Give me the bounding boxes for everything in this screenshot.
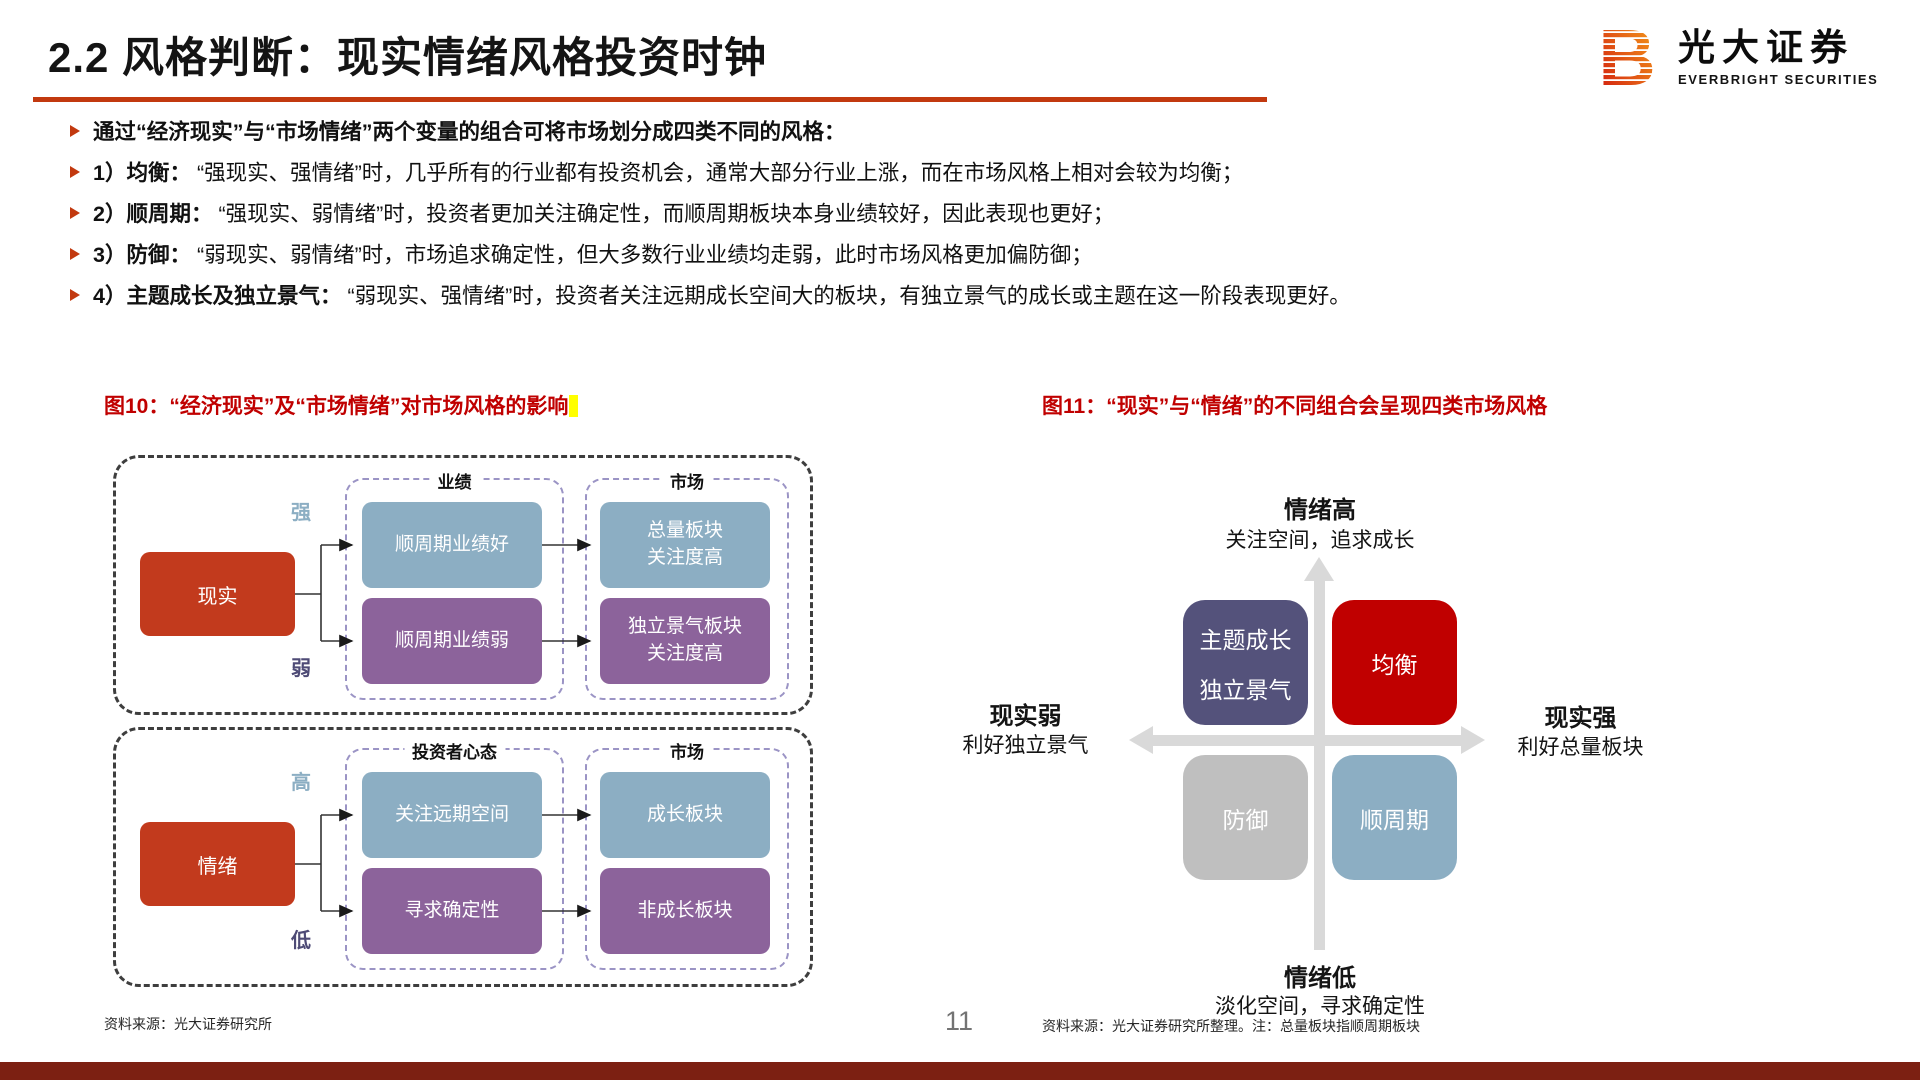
label-high: 高 xyxy=(291,772,311,794)
figure11-source: 资料来源：光大证券研究所整理。注：总量板块指顺周期板块 xyxy=(1042,1018,1420,1034)
quadrant-line: 主题成长 xyxy=(1199,626,1292,653)
bullet-bold-text: 通过“经济现实”与“市场情绪”两个变量的组合可将市场划分成四类不同的风格： xyxy=(93,120,846,144)
axis-label-reality-weak: 现实弱 利好独立景气 xyxy=(928,702,1123,760)
bullet-bold-text: 4）主题成长及独立景气： xyxy=(93,284,342,308)
reality-node: 现实 xyxy=(140,552,295,636)
figure10-title-text: 图10：“经济现实”及“市场情绪”对市场风格的影响 xyxy=(104,395,569,418)
bullet-item: 4）主题成长及独立景气：“弱现实、强情绪”时，投资者关注远期成长空间大的板块，有… xyxy=(66,274,1896,315)
performance-column-title: 业绩 xyxy=(429,468,480,493)
node-line: 独立景气板块 xyxy=(627,616,742,638)
bullet-text: “强现实、强情绪”时，几乎所有的行业都有投资机会，通常大部分行业上涨，而在市场风… xyxy=(196,161,1244,185)
node-non-growth-sector: 非成长板块 xyxy=(600,868,770,954)
page-title: 2.2 风格判断：现实情绪风格投资时钟 xyxy=(48,34,768,81)
figure10-title: 图10：“经济现实”及“市场情绪”对市场风格的影响 xyxy=(104,390,579,420)
bullet-list: 通过“经济现实”与“市场情绪”两个变量的组合可将市场划分成四类不同的风格： 1）… xyxy=(66,110,1896,315)
figure11-title-text: 图11：“现实”与“情绪”的不同组合会呈现四类市场风格 xyxy=(1042,395,1548,418)
axis-sublabel-sentiment-high: 关注空间，追求成长 xyxy=(1225,529,1415,552)
axis-label-sub: 利好总量板块 xyxy=(1517,736,1644,759)
bullet-arrow-icon xyxy=(70,206,80,219)
axis-label-bold: 现实强 xyxy=(1544,705,1617,732)
node-seek-certainty: 寻求确定性 xyxy=(362,868,542,954)
company-logo: B 光大证券 EVERBRIGHT SECURITIES xyxy=(1590,20,1878,94)
axis-sublabel-sentiment-low: 淡化空间，寻求确定性 xyxy=(1215,995,1425,1018)
reality-group-frame xyxy=(113,455,813,715)
node-line: 总量板块 xyxy=(646,520,723,542)
bullet-text: “弱现实、强情绪”时，投资者关注远期成长空间大的板块，有独立景气的成长或主题在这… xyxy=(347,284,1351,308)
text-cursor-highlight xyxy=(569,395,579,417)
bullet-text: “弱现实、弱情绪”时，市场追求确定性，但大多数行业业绩均走弱，此时市场风格更加偏… xyxy=(196,243,1093,267)
node-procyclical-good: 顺周期业绩好 xyxy=(362,502,542,588)
bullet-arrow-icon xyxy=(70,124,80,137)
axis-arrow-left xyxy=(1129,726,1153,754)
market-column-title-top: 市场 xyxy=(662,468,712,493)
axis-arrow-up xyxy=(1304,557,1334,581)
quadrant-line: 独立景气 xyxy=(1199,676,1292,703)
market-column-frame-top: 市场 xyxy=(585,468,789,700)
node-aggregate-sector: 总量板块 关注度高 xyxy=(600,502,770,588)
figure11-title: 图11：“现实”与“情绪”的不同组合会呈现四类市场风格 xyxy=(1042,390,1547,420)
investor-mindset-column-frame: 投资者心态 xyxy=(345,738,564,970)
node-growth-sector: 成长板块 xyxy=(600,772,770,858)
bullet-bold-text: 3）防御： xyxy=(93,243,191,267)
title-divider xyxy=(33,97,1267,102)
axis-arrow-right xyxy=(1461,726,1485,754)
bullet-arrow-icon xyxy=(70,247,80,260)
connector-arrows xyxy=(295,538,592,918)
axis-label-sentiment-low: 情绪低 xyxy=(1284,965,1356,992)
node-procyclical-weak: 顺周期业绩弱 xyxy=(362,598,542,684)
label-low: 低 xyxy=(291,930,311,952)
logo-name-en: EVERBRIGHT SECURITIES xyxy=(1678,72,1879,88)
market-column-frame-bottom: 市场 xyxy=(585,738,789,970)
vertical-axis xyxy=(1314,580,1325,950)
bullet-bold-text: 1）均衡： xyxy=(93,161,191,185)
logo-name-cn: 光大证券 xyxy=(1678,26,1854,68)
node-focus-long-term-space: 关注远期空间 xyxy=(362,772,542,858)
quadrant-theme-growth: 主题成长 独立景气 xyxy=(1183,600,1308,725)
bullet-text: “强现实、弱情绪”时，投资者更加关注确定性，而顺周期板块本身业绩较好，因此表现也… xyxy=(218,202,1115,226)
performance-column-frame: 业绩 xyxy=(345,468,564,700)
quadrant-defensive: 防御 xyxy=(1183,755,1308,880)
footer-bar xyxy=(0,1062,1920,1080)
axis-label-sub: 利好独立景气 xyxy=(962,734,1089,757)
page-number: 11 xyxy=(945,1006,974,1036)
sentiment-group-frame xyxy=(113,727,813,987)
figure11-quadrant-chart: 情绪高 关注空间，追求成长 主题成长 独立景气 均衡 防御 顺周期 现实弱 利好… xyxy=(900,440,1644,1020)
bullet-arrow-icon xyxy=(70,288,80,301)
axis-label-reality-strong: 现实强 利好总量板块 xyxy=(1488,704,1673,762)
market-column-title-bottom: 市场 xyxy=(662,738,712,763)
investor-mindset-column-title: 投资者心态 xyxy=(404,738,505,763)
logo-text: 光大证券 EVERBRIGHT SECURITIES xyxy=(1678,27,1878,88)
axis-label-bold: 现实弱 xyxy=(989,703,1062,730)
everbright-logo-icon: B xyxy=(1598,20,1656,94)
bullet-bold-text: 2）顺周期： xyxy=(93,202,213,226)
bullet-arrow-icon xyxy=(70,165,80,178)
node-line: 关注度高 xyxy=(646,547,723,568)
svg-text:B: B xyxy=(1598,20,1656,94)
node-independent-boom-sector: 独立景气板块 关注度高 xyxy=(600,598,770,684)
label-strong: 强 xyxy=(291,502,311,524)
label-weak: 弱 xyxy=(291,658,311,680)
axis-label-sentiment-high: 情绪高 xyxy=(1284,497,1356,524)
node-line: 关注度高 xyxy=(646,643,723,664)
quadrant-balanced: 均衡 xyxy=(1332,600,1457,725)
bullet-item: 通过“经济现实”与“市场情绪”两个变量的组合可将市场划分成四类不同的风格： xyxy=(66,110,1896,151)
figure10-diagram: 现实 情绪 强 弱 高 低 业绩 市场 投资者心态 市场 顺周期业绩好 顺周期业… xyxy=(100,442,840,1022)
quadrant-procyclical: 顺周期 xyxy=(1332,755,1457,880)
bullet-item: 1）均衡：“强现实、强情绪”时，几乎所有的行业都有投资机会，通常大部分行业上涨，… xyxy=(66,151,1896,192)
bullet-item: 2）顺周期：“强现实、弱情绪”时，投资者更加关注确定性，而顺周期板块本身业绩较好… xyxy=(66,192,1896,233)
figure10-source: 资料来源：光大证券研究所 xyxy=(104,1016,272,1032)
sentiment-node: 情绪 xyxy=(140,822,295,906)
horizontal-axis xyxy=(1152,735,1462,746)
bullet-item: 3）防御：“弱现实、弱情绪”时，市场追求确定性，但大多数行业业绩均走弱，此时市场… xyxy=(66,233,1896,274)
